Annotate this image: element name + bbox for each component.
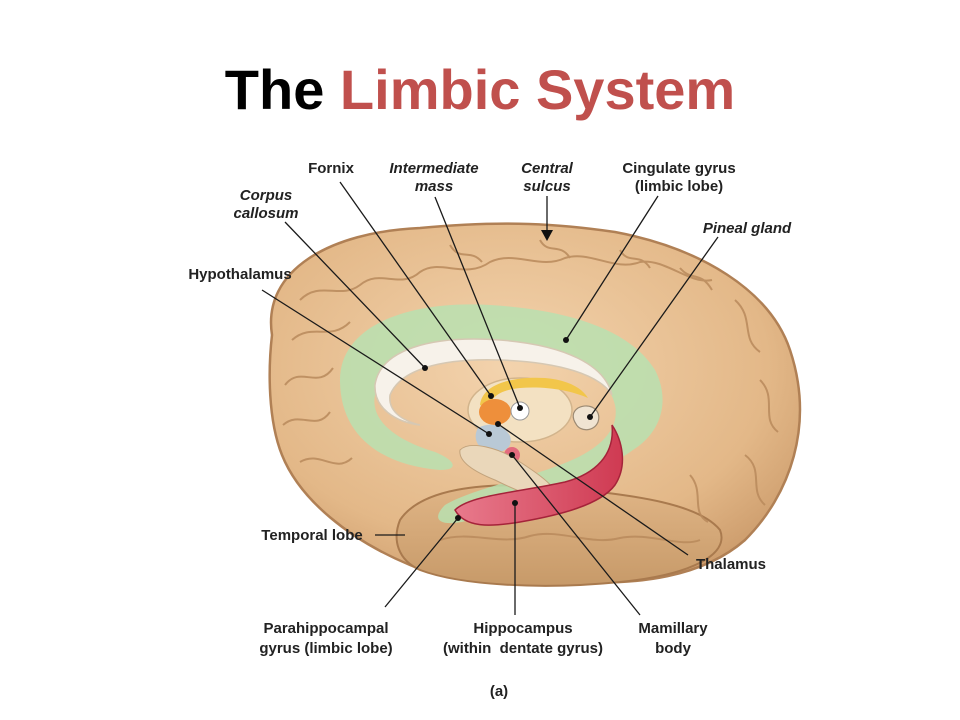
corpus-callosum <box>374 338 613 426</box>
label-central-sulcus-line1: Central <box>521 160 574 177</box>
label-mamillary-body-line1: Mamillary <box>638 620 708 637</box>
label-fornix: Fornix <box>308 160 354 177</box>
label-hippocampus-line1: Hippocampus <box>473 620 572 637</box>
gyri-pattern <box>282 239 779 544</box>
slide-title: The Limbic System <box>0 58 960 122</box>
label-intermediate-mass-line2: mass <box>415 178 453 195</box>
hippocampus <box>454 424 624 526</box>
label-parahippocampal-line1: Parahippocampal <box>263 620 388 637</box>
title-part-2: Limbic System <box>339 58 736 121</box>
label-hippocampus-line2: (within dentate gyrus) <box>443 640 603 657</box>
label-cingulate-gyrus-line1: Cingulate gyrus <box>622 160 735 177</box>
pineal-gland <box>572 405 600 431</box>
label-temporal-lobe: Temporal lobe <box>261 527 362 544</box>
label-cingulate-gyrus-line2: (limbic lobe) <box>635 178 723 195</box>
fornix <box>480 377 588 410</box>
label-parahippocampal-line2: gyrus (limbic lobe) <box>259 640 392 657</box>
label-thalamus: Thalamus <box>696 556 766 573</box>
label-corpus-callosum-line2: callosum <box>233 205 298 222</box>
label-central-sulcus-line2: sulcus <box>523 178 571 195</box>
label-corpus-callosum-line1: Corpus <box>240 187 293 204</box>
label-pineal-gland: Pineal gland <box>703 220 792 237</box>
panel-label: (a) <box>490 683 508 700</box>
title-part-1: The <box>224 58 325 121</box>
label-hypothalamus: Hypothalamus <box>188 266 291 283</box>
leader-lines <box>261 181 719 616</box>
label-intermediate-mass-line1: Intermediate <box>389 160 478 177</box>
intermediate-mass <box>479 399 511 425</box>
cingulate-gyrus <box>340 304 663 524</box>
label-mamillary-body-line2: body <box>655 640 691 657</box>
